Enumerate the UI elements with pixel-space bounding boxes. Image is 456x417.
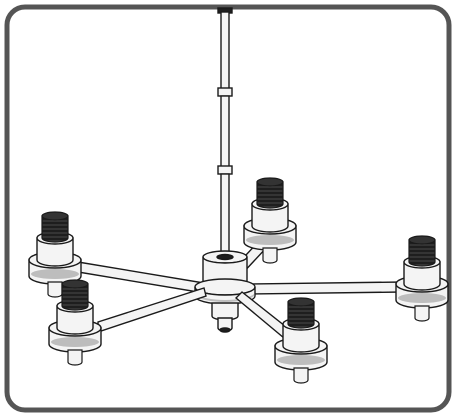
socket-body [282, 323, 320, 353]
socket-bottom-nipple [67, 349, 83, 366]
socket-back-center [243, 177, 297, 264]
socket-cup-shadow [246, 235, 294, 245]
arm-front-right [234, 291, 291, 340]
socket-cup-shadow [31, 269, 79, 279]
rod-lower-segment [220, 173, 230, 257]
arm-back-right [247, 281, 403, 295]
socket-far-left [28, 211, 82, 298]
downrod [217, 7, 233, 257]
socket-thread-top [287, 297, 315, 307]
socket-bottom-nipple [293, 367, 309, 384]
hub-finial-end [219, 327, 231, 333]
socket-thread-top [408, 235, 436, 245]
socket-bottom-nipple [47, 281, 63, 298]
socket-body [251, 203, 289, 233]
rod-coupler-upper [217, 87, 233, 97]
socket-cup-shadow [398, 293, 446, 303]
socket-body [403, 261, 441, 291]
socket-thread [256, 181, 284, 209]
socket-cup-shadow [277, 355, 325, 365]
arm-front-left [97, 287, 207, 333]
socket-bottom-nipple [262, 247, 278, 264]
socket-front-left [48, 279, 102, 366]
socket-body [56, 305, 94, 335]
socket-cup-shadow [51, 337, 99, 347]
socket-thread [41, 215, 69, 243]
socket-thread [408, 239, 436, 267]
rod-coupler-lower [217, 165, 233, 175]
hub-collar [216, 253, 234, 261]
socket-thread-top [256, 177, 284, 187]
socket-thread-top [61, 279, 89, 289]
arms-front [97, 287, 291, 340]
socket-far-right [395, 235, 449, 322]
socket-body [36, 237, 74, 267]
center-hub [194, 250, 256, 333]
socket-thread [287, 301, 315, 329]
socket-thread [61, 283, 89, 311]
socket-front-right [274, 297, 328, 384]
rod-upper-segment [220, 11, 230, 93]
socket-bottom-nipple [414, 305, 430, 322]
rod-middle-segment [220, 95, 230, 169]
socket-thread-top [41, 211, 69, 221]
arm-back-left [77, 261, 211, 295]
